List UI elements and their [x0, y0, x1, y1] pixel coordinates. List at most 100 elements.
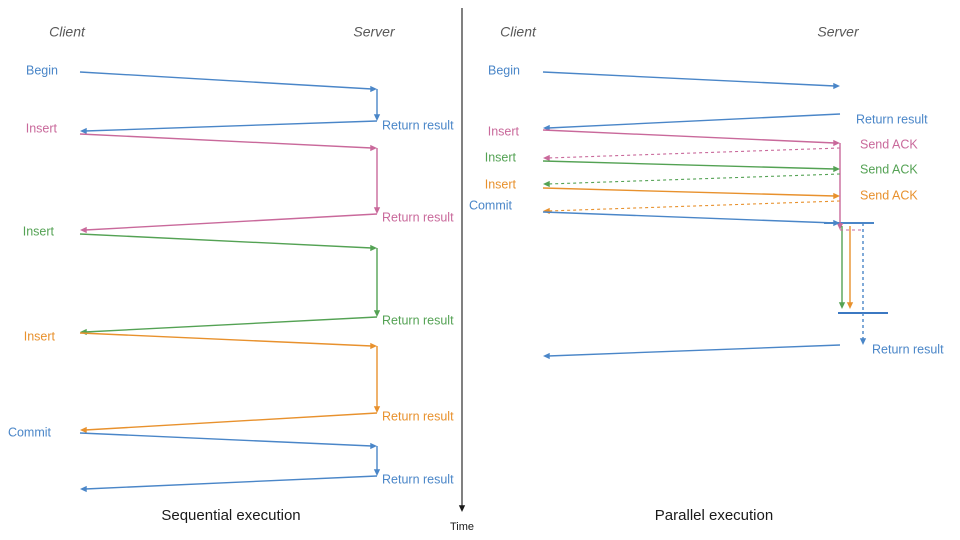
actor-label-client: Client	[500, 24, 537, 40]
insert2-server-lifeline-arrowhead	[838, 302, 846, 309]
begin-return-arrowhead	[80, 127, 87, 135]
lifeline-commit-server-lifeline	[859, 223, 867, 345]
insert3-ack-line	[547, 200, 841, 212]
message-label-parallel-insert3-request: Insert	[485, 177, 517, 191]
insert1-request-line	[79, 133, 373, 149]
begin-request-line	[542, 71, 836, 87]
insert2-return-line	[84, 316, 378, 333]
time-axis-arrowhead	[458, 505, 466, 512]
message-sequential-commit-request	[79, 432, 377, 450]
message-label-sequential-begin-return: Return result	[382, 118, 454, 132]
message-label-sequential-insert1-return: Return result	[382, 210, 454, 224]
message-sequential-insert3-request	[79, 332, 377, 350]
insert3-activation-arrowhead	[373, 406, 381, 413]
insert2-activation-arrowhead	[373, 310, 381, 317]
message-parallel-insert1-ack	[543, 147, 841, 162]
time-axis-label: Time	[450, 521, 474, 533]
message-label-sequential-insert3-return: Return result	[382, 409, 454, 423]
server-activation-begin-activation	[373, 89, 381, 121]
insert3-ack-arrowhead	[543, 207, 550, 215]
insert2-return-arrowhead	[80, 328, 87, 336]
message-parallel-commit-request	[542, 211, 840, 227]
message-parallel-commit-return	[543, 344, 841, 360]
message-parallel-begin-return	[543, 113, 841, 132]
insert3-request-arrowhead	[370, 342, 377, 350]
message-label-parallel-insert1-request: Insert	[488, 124, 520, 138]
actor-label-server: Server	[353, 24, 396, 40]
message-parallel-insert2-request	[542, 160, 840, 173]
panel-caption-sequential: Sequential execution	[161, 507, 300, 524]
insert1-request-arrowhead	[370, 144, 377, 152]
message-sequential-begin-request	[79, 71, 377, 93]
begin-request-arrowhead	[833, 82, 840, 90]
insert3-return-line	[84, 412, 378, 431]
server-activation-insert3-activation	[373, 346, 381, 413]
commit-request-line	[79, 432, 373, 447]
lifeline-insert1-server-lifeline	[836, 143, 844, 230]
message-label-sequential-begin-request: Begin	[26, 63, 58, 77]
message-label-parallel-insert1-ack: Send ACK	[860, 137, 918, 151]
message-sequential-insert3-return	[80, 412, 378, 434]
message-label-parallel-begin-request: Begin	[488, 63, 520, 77]
message-parallel-insert3-ack	[543, 200, 841, 215]
panel-caption-parallel: Parallel execution	[655, 507, 773, 524]
message-parallel-begin-request	[542, 71, 840, 90]
insert3-server-lifeline-arrowhead	[846, 302, 854, 309]
message-label-parallel-insert2-request: Insert	[485, 150, 517, 164]
commit-request-arrowhead	[833, 219, 840, 227]
insert2-request-arrowhead	[833, 165, 840, 173]
insert2-ack-arrowhead	[543, 180, 550, 188]
message-sequential-insert1-return	[80, 213, 378, 234]
insert2-request-line	[542, 160, 836, 170]
server-activation-insert1-activation	[373, 148, 381, 214]
commit-return-line	[84, 475, 378, 490]
message-label-parallel-commit-request: Commit	[469, 198, 513, 212]
message-label-parallel-commit-return: Return result	[872, 342, 944, 356]
server-activation-commit-activation	[373, 446, 381, 476]
message-parallel-insert2-ack	[543, 173, 841, 188]
insert1-request-line	[542, 129, 836, 144]
begin-activation-arrowhead	[373, 114, 381, 121]
begin-request-line	[79, 71, 373, 90]
insert2-ack-line	[547, 173, 841, 185]
commit-server-lifeline-arrowhead	[859, 338, 867, 345]
begin-return-line	[84, 120, 378, 132]
message-label-sequential-commit-request: Commit	[8, 425, 52, 439]
lifeline-insert2-server-lifeline	[838, 226, 846, 309]
message-label-parallel-insert2-ack: Send ACK	[860, 162, 918, 176]
message-sequential-insert2-return	[80, 316, 378, 336]
commit-request-line	[542, 211, 836, 224]
begin-request-arrowhead	[370, 85, 377, 93]
insert3-request-line	[542, 187, 836, 197]
insert1-return-line	[84, 213, 378, 231]
message-sequential-begin-return	[80, 120, 378, 135]
commit-return-arrowhead	[80, 485, 87, 493]
message-sequential-insert1-request	[79, 133, 377, 152]
commit-activation-arrowhead	[373, 469, 381, 476]
server-activation-insert2-activation	[373, 248, 381, 317]
insert3-request-arrowhead	[833, 192, 840, 200]
message-label-sequential-insert3-request: Insert	[24, 329, 56, 343]
insert1-ack-line	[547, 147, 841, 159]
message-sequential-insert2-request	[79, 233, 377, 252]
message-parallel-insert1-request	[542, 129, 840, 147]
insert1-request-arrowhead	[833, 139, 840, 147]
insert1-return-arrowhead	[80, 226, 87, 234]
commit-request-arrowhead	[370, 442, 377, 450]
insert3-request-line	[79, 332, 373, 347]
insert2-request-arrowhead	[370, 244, 377, 252]
commit-return-arrowhead	[543, 352, 550, 360]
insert2-request-line	[79, 233, 373, 249]
actor-label-client: Client	[49, 24, 86, 40]
message-label-parallel-begin-return: Return result	[856, 112, 928, 126]
message-label-parallel-insert3-ack: Send ACK	[860, 188, 918, 202]
begin-return-line	[547, 113, 841, 129]
message-sequential-commit-return	[80, 475, 378, 493]
message-label-sequential-insert2-request: Insert	[23, 224, 55, 238]
insert3-return-arrowhead	[80, 426, 87, 434]
actor-label-server: Server	[817, 24, 860, 40]
lifeline-insert3-server-lifeline	[846, 226, 854, 309]
